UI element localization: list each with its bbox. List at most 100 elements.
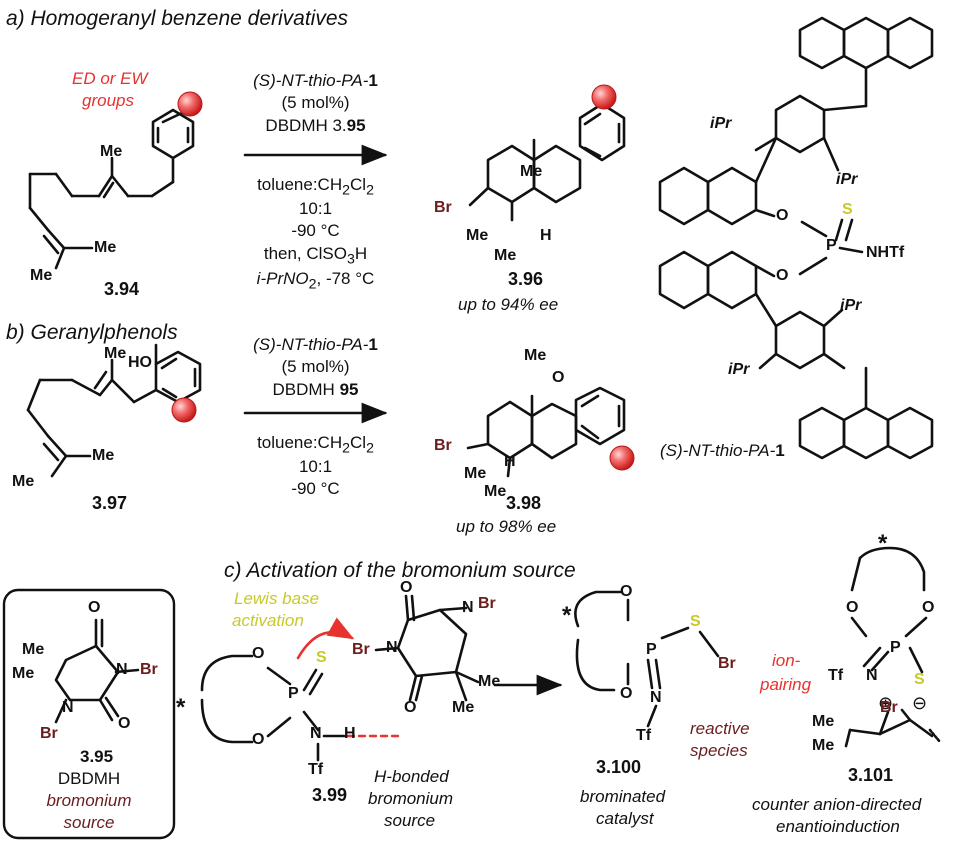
atom-o: O	[404, 699, 417, 716]
atom-br: Br	[352, 641, 370, 658]
catalyst-name: (S)-NT-thio-PA-1	[660, 441, 785, 460]
compound-label-3-94: 3.94	[104, 279, 140, 299]
hbond-label-1: H-bonded	[374, 767, 449, 786]
atom-o: O	[88, 599, 101, 616]
reactive-label-1: reactive	[690, 719, 750, 738]
atom-me: Me	[92, 447, 115, 464]
ion-label-1: ion-	[772, 651, 801, 670]
lewis-base-label-1: Lewis base	[234, 589, 320, 608]
compound-label-3-95: 3.95	[80, 747, 114, 766]
atom-ipr: iPr	[710, 115, 732, 132]
atom-me: Me	[94, 239, 117, 256]
hbond-label-2: bromonium	[368, 789, 454, 808]
lewis-base-arrow	[296, 617, 355, 660]
atom-p: P	[646, 641, 657, 658]
atom-tf: Tf	[636, 727, 652, 744]
atom-o: O	[400, 579, 413, 596]
ratio-condition-a: 10:1	[298, 199, 333, 218]
compound-label-3-97: 3.97	[92, 493, 128, 513]
substituent-ball-3-98	[609, 445, 635, 471]
atom-ipr: iPr	[728, 361, 750, 378]
temp-condition-a: -90 °C	[291, 221, 340, 240]
atom-br: Br	[880, 699, 898, 716]
atom-p: P	[826, 237, 837, 254]
atom-o: O	[776, 267, 789, 284]
brominated-label-1: brominated	[580, 787, 666, 806]
ion-label-2: pairing	[760, 675, 812, 694]
atom-nhtf: NHTf	[866, 244, 905, 261]
atom-n: N	[650, 689, 662, 706]
atom-ipr: iPr	[836, 171, 858, 188]
loading-condition-b: (5 mol%)	[281, 357, 350, 376]
bromonium-desc-2: source	[63, 813, 115, 832]
structure-3-98	[466, 386, 626, 478]
atom-me: Me	[12, 665, 35, 682]
atom-me: Me	[466, 227, 489, 244]
atom-h: H	[540, 227, 552, 244]
atom-n: N	[462, 599, 474, 616]
minus-charge-icon: ⊖	[912, 693, 928, 713]
atom-br: Br	[718, 655, 736, 672]
dbdmh-name: DBDMH	[57, 769, 121, 788]
atom-me: Me	[520, 163, 543, 180]
then2-condition-a: i-PrNO2, -78 °C	[256, 269, 375, 293]
atom-br: Br	[478, 595, 496, 612]
atom-me: Me	[812, 713, 835, 730]
atom-n: N	[866, 667, 878, 684]
reactive-label-2: species	[690, 741, 748, 760]
atom-me: Me	[104, 345, 127, 362]
section-c-title: c) Activation of the bromonium source	[224, 559, 576, 582]
atom-br: Br	[140, 661, 158, 678]
atom-p: P	[890, 639, 901, 656]
atom-o: O	[922, 599, 935, 616]
solvent-condition-b: toluene:CH2Cl2	[257, 433, 374, 457]
lewis-base-label-2: activation	[232, 611, 304, 630]
atom-me: Me	[494, 247, 517, 264]
substituent-ball-3-97	[171, 397, 197, 423]
atom-o: O	[620, 685, 633, 702]
reagent-condition-b: DBDMH 95	[272, 380, 359, 399]
ee-3-96: up to 94% ee	[458, 295, 559, 314]
atom-s: S	[316, 649, 327, 666]
catalyst-condition-b: (S)-NT-thio-PA-1	[253, 335, 378, 354]
atom-o: O	[776, 207, 789, 224]
counter-label-1: counter anion-directed	[752, 795, 922, 814]
substituent-label-1: ED or EW	[72, 69, 148, 88]
atom-n: N	[62, 699, 74, 716]
atom-o: O	[252, 645, 265, 662]
loading-condition-a: (5 mol%)	[281, 93, 350, 112]
atom-s: S	[690, 613, 701, 630]
ratio-condition-b: 10:1	[298, 457, 333, 476]
atom-o: O	[846, 599, 859, 616]
atom-p: P	[288, 685, 299, 702]
substituent-label-2: groups	[82, 91, 134, 110]
structure-3-95	[54, 618, 140, 724]
atom-me: Me	[484, 483, 507, 500]
brominated-label-2: catalyst	[596, 809, 654, 828]
atom-o: O	[620, 583, 633, 600]
section-a-title: a) Homogeranyl benzene derivatives	[6, 7, 349, 30]
catalyst-structure	[658, 16, 934, 460]
catalyst-condition-a: (S)-NT-thio-PA-1	[253, 71, 378, 90]
solvent-condition-a: toluene:CH2Cl2	[257, 175, 374, 199]
structure-3-94	[28, 108, 195, 270]
atom-h: H	[504, 453, 516, 470]
atom-o: O	[252, 731, 265, 748]
plus-charge-icon: ⊕	[878, 693, 894, 713]
substituent-ball-3-94	[177, 91, 203, 117]
atom-me: Me	[22, 641, 45, 658]
counter-label-2: enantioinduction	[776, 817, 900, 836]
atom-me: Me	[524, 347, 547, 364]
atom-me: Me	[12, 473, 35, 490]
atom-me: Me	[478, 673, 501, 690]
atom-h: H	[344, 725, 356, 742]
atom-br: Br	[434, 437, 452, 454]
compound-label-3-100: 3.100	[596, 757, 642, 777]
compound-label-3-96: 3.96	[508, 269, 544, 289]
atom-tf: Tf	[308, 761, 324, 778]
chiral-star: *	[878, 530, 888, 557]
compound-label-3-101: 3.101	[848, 765, 894, 785]
compound-label-3-98: 3.98	[506, 493, 542, 513]
atom-me: Me	[452, 699, 475, 716]
